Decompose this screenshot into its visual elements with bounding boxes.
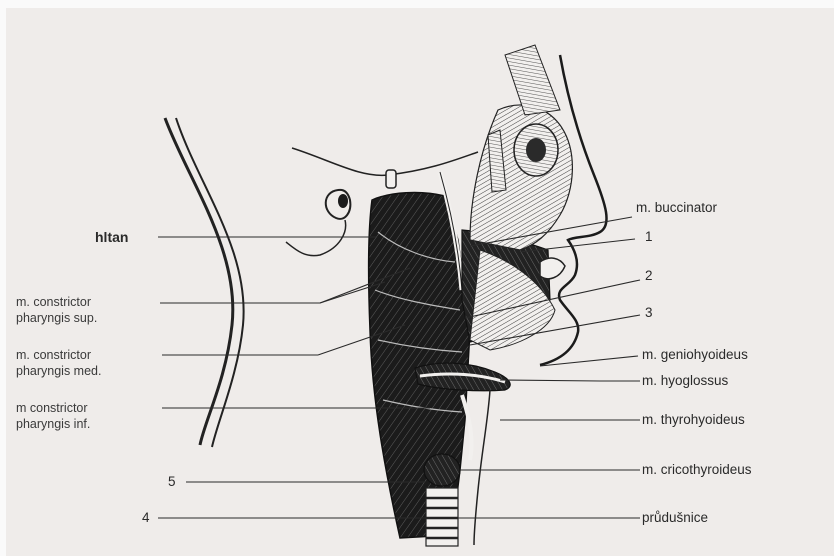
- label-hyoglossus: m. hyoglossus: [642, 373, 728, 389]
- label-number-5: 5: [168, 474, 176, 490]
- label-prudusnice: průdušnice: [642, 510, 708, 526]
- label-geniohyoideus: m. geniohyoideus: [642, 347, 748, 363]
- trachea: [426, 488, 458, 546]
- label-constrictor-sup-line1: m. constrictor: [16, 295, 91, 310]
- label-thyrohyoideus: m. thyrohyoideus: [642, 412, 745, 428]
- label-number-3: 3: [645, 305, 653, 321]
- skull-line: [292, 148, 478, 175]
- facial-muscles: [470, 105, 572, 250]
- label-constrictor-med-line1: m. constrictor: [16, 348, 91, 363]
- label-constrictor-inf-line2: pharyngis inf.: [16, 417, 90, 432]
- label-buccinator: m. buccinator: [636, 200, 717, 216]
- label-constrictor-med-line2: pharyngis med.: [16, 364, 101, 379]
- neck-contour: [165, 118, 233, 445]
- label-constrictor-sup-line2: pharyngis sup.: [16, 311, 97, 326]
- label-constrictor-inf-line1: m constrictor: [16, 401, 88, 416]
- label-number-1: 1: [645, 229, 653, 245]
- label-cricothyroideus: m. cricothyroideus: [642, 462, 752, 478]
- label-number-4: 4: [142, 510, 150, 526]
- label-number-2: 2: [645, 268, 653, 284]
- label-hltan: hltan: [95, 229, 128, 245]
- front-neck-contour: [474, 390, 490, 545]
- cricothyroid-muscle: [424, 454, 460, 486]
